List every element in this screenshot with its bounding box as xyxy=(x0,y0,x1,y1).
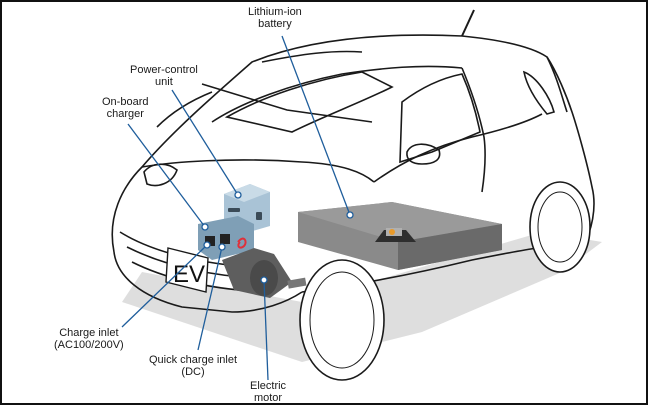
label-lithium-ion-battery: Lithium-ion battery xyxy=(248,6,302,30)
plate-text: EV xyxy=(173,261,205,288)
label-line: motor xyxy=(253,392,283,404)
car-body xyxy=(111,9,595,313)
quick-charge-inlet-port xyxy=(220,234,230,244)
leader-quick-charge-inlet xyxy=(197,246,223,351)
label-line: Quick charge inlet xyxy=(149,354,238,366)
label-line: unit xyxy=(155,76,173,88)
label-line: charger xyxy=(106,108,144,120)
label-line: Lithium-ion xyxy=(248,6,302,18)
label-quick-charge-inlet: Quick charge inlet (DC) xyxy=(149,354,237,378)
label-electric-motor: Electric motor xyxy=(250,380,287,404)
leader-dots xyxy=(201,191,354,284)
label-line: On-board xyxy=(102,96,149,108)
label-line: Power-control xyxy=(130,64,198,76)
leader-electric-motor xyxy=(263,279,269,381)
on-board-charger-box xyxy=(198,216,254,260)
leader-lithium-ion-battery xyxy=(281,35,351,216)
license-plate: EV xyxy=(165,247,209,293)
label-line: Electric xyxy=(250,380,287,392)
front-wheel xyxy=(299,259,385,381)
label-on-board-charger: On-board charger xyxy=(102,96,148,120)
label-line: (DC) xyxy=(181,366,205,378)
charge-inlet-port xyxy=(205,236,215,246)
label-charge-inlet: Charge inlet (AC100/200V) xyxy=(54,327,124,351)
leader-charge-inlet xyxy=(121,244,208,328)
rear-wheel xyxy=(529,181,591,273)
label-line: battery xyxy=(258,18,292,30)
leader-power-control-unit xyxy=(171,89,239,196)
leader-on-board-charger xyxy=(127,123,206,228)
charge-cable xyxy=(237,237,247,249)
leader-lines xyxy=(121,35,351,381)
battery-pack xyxy=(298,202,502,270)
label-line: (AC100/200V) xyxy=(54,339,124,351)
label-power-control-unit: Power-control unit xyxy=(130,64,198,88)
label-line: Charge inlet xyxy=(59,327,119,339)
battery-terminal xyxy=(389,229,395,235)
